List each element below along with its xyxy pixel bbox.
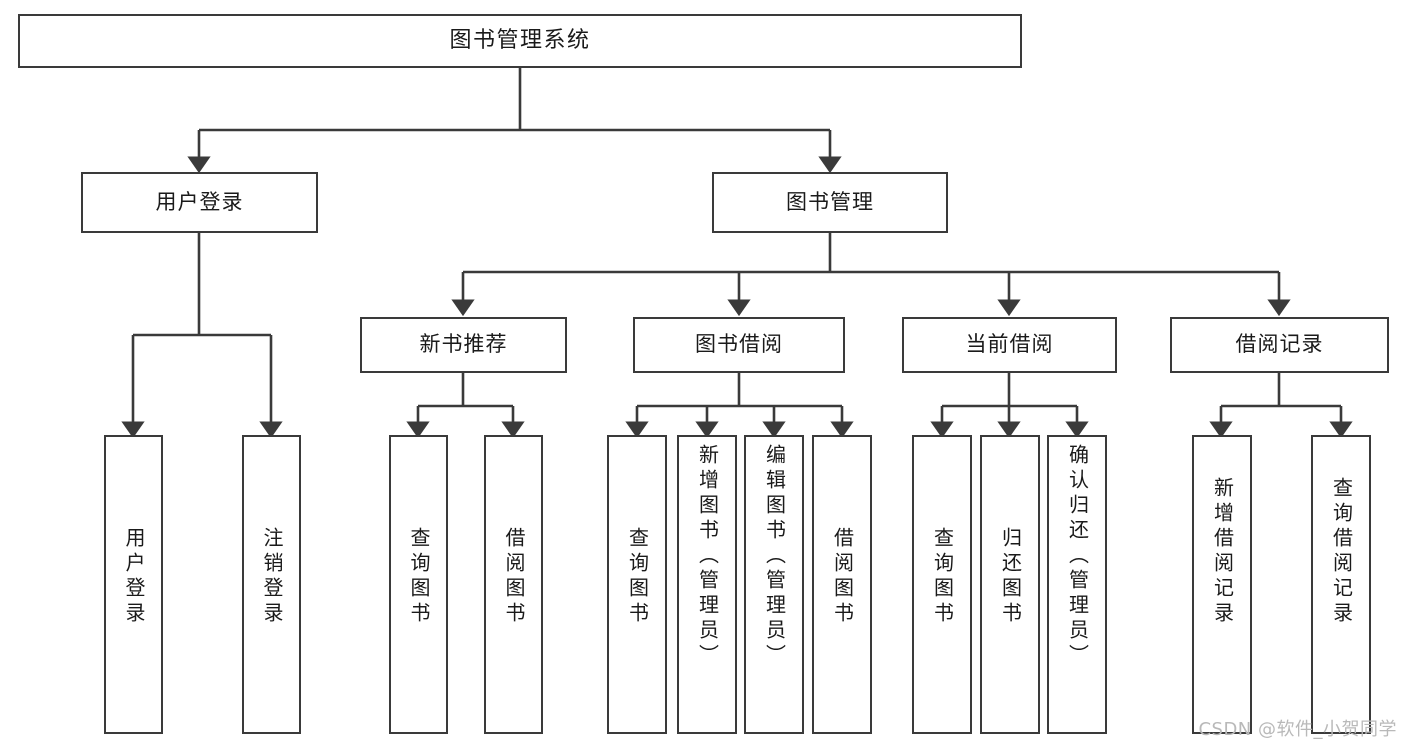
leaf-borrow-book-borrow[interactable]: 借阅图书: [812, 435, 872, 734]
leaf-confirm-return-admin[interactable]: 确认归还（管理员）: [1047, 435, 1107, 734]
leaf-label: 查询借阅记录: [1329, 477, 1354, 627]
node-root-system[interactable]: 图书管理系统: [18, 14, 1022, 68]
leaf-label: 确认归还（管理员）: [1065, 444, 1090, 669]
node-book-manage[interactable]: 图书管理: [712, 172, 948, 233]
node-current-borrow[interactable]: 当前借阅: [902, 317, 1117, 373]
leaf-logout[interactable]: 注销登录: [242, 435, 301, 734]
leaf-label: 归还图书: [998, 527, 1023, 627]
leaf-label: 查询图书: [930, 527, 955, 627]
leaf-label: 借阅图书: [830, 527, 855, 627]
watermark-text: CSDN @软件_小贺同学: [1198, 719, 1397, 740]
leaf-return-book[interactable]: 归还图书: [980, 435, 1040, 734]
leaf-query-borrow-record[interactable]: 查询借阅记录: [1311, 435, 1371, 734]
leaf-label: 编辑图书（管理员）: [762, 444, 787, 669]
leaf-user-login[interactable]: 用户登录: [104, 435, 163, 734]
node-book-borrow[interactable]: 图书借阅: [633, 317, 845, 373]
leaf-label: 注销登录: [260, 527, 284, 627]
leaf-label: 新增图书（管理员）: [695, 444, 720, 669]
node-user-login[interactable]: 用户登录: [81, 172, 318, 233]
leaf-query-book-current[interactable]: 查询图书: [912, 435, 972, 734]
leaf-borrow-book-recommend[interactable]: 借阅图书: [484, 435, 543, 734]
leaf-add-book-admin[interactable]: 新增图书（管理员）: [677, 435, 737, 734]
leaf-label: 查询图书: [407, 527, 431, 627]
leaf-label: 查询图书: [625, 527, 650, 627]
node-new-book-recommend[interactable]: 新书推荐: [360, 317, 567, 373]
leaf-add-borrow-record[interactable]: 新增借阅记录: [1192, 435, 1252, 734]
leaf-query-book-borrow[interactable]: 查询图书: [607, 435, 667, 734]
leaf-label: 借阅图书: [502, 527, 526, 627]
leaf-edit-book-admin[interactable]: 编辑图书（管理员）: [744, 435, 804, 734]
leaf-label: 新增借阅记录: [1210, 477, 1235, 627]
leaf-query-book-recommend[interactable]: 查询图书: [389, 435, 448, 734]
leaf-label: 用户登录: [122, 527, 146, 627]
node-borrow-record[interactable]: 借阅记录: [1170, 317, 1389, 373]
